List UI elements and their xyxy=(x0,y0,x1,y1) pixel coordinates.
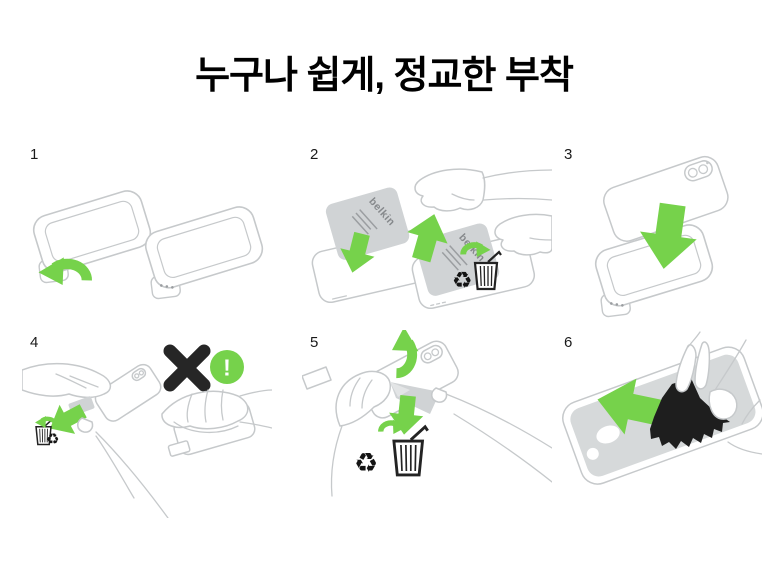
step-6-number: 6 xyxy=(564,334,573,351)
hand-illustration xyxy=(431,387,552,483)
step-4-number: 4 xyxy=(30,334,39,351)
film-fine-print xyxy=(351,209,378,235)
step-panel-4: 4 xyxy=(22,330,272,518)
recycle-icon: ♻ xyxy=(452,267,473,293)
step-2-illustration: belkin belkin xyxy=(311,168,552,310)
step-5-illustration: ♻ xyxy=(302,330,552,497)
camera-cutout xyxy=(596,425,620,444)
camera-detail xyxy=(131,367,147,382)
hand-illustration xyxy=(414,168,552,212)
squeegee-icon xyxy=(650,378,730,449)
hand-illustration xyxy=(77,417,169,518)
film-fine-print xyxy=(441,245,468,271)
step-1-number: 1 xyxy=(30,146,39,163)
hand-illustration xyxy=(161,389,272,434)
warning-exclamation-icon: ! xyxy=(210,350,244,384)
step-3-number: 3 xyxy=(564,146,573,163)
step-6-illustration xyxy=(562,331,762,485)
step-panel-6: 6 xyxy=(556,330,762,518)
phone-outline xyxy=(94,363,162,422)
step-panel-5: 5 xyxy=(302,330,552,518)
camera-detail xyxy=(420,344,443,364)
film-sheet: belkin xyxy=(325,187,410,260)
step-panel-1: 1 xyxy=(22,142,272,320)
hand-illustration xyxy=(675,331,762,455)
recycle-icon: ♻ xyxy=(46,431,59,448)
step-5-number: 5 xyxy=(310,334,319,351)
step-panel-3: 3 xyxy=(556,142,762,320)
svg-text:!: ! xyxy=(223,355,231,381)
camera-cutout xyxy=(586,447,599,460)
step-2-number: 2 xyxy=(310,146,319,163)
camera-detail xyxy=(684,160,713,182)
recycle-icon: ♻ xyxy=(354,448,378,478)
cross-icon xyxy=(163,344,211,392)
pull-tab xyxy=(167,440,191,457)
tray-edge xyxy=(302,366,332,390)
step-1-illustration xyxy=(22,186,270,305)
tray-icon xyxy=(133,202,270,305)
step-3-illustration xyxy=(583,155,729,320)
step-4-illustration: ♻ ! xyxy=(22,344,272,518)
page-title: 누구나 쉽게, 정교한 부착 xyxy=(195,55,574,97)
step-panel-2: 2 belkin xyxy=(302,142,552,320)
hand-illustration xyxy=(22,362,112,399)
hand-illustration xyxy=(330,370,392,497)
hand-illustration xyxy=(494,213,552,256)
trash-icon xyxy=(392,425,430,477)
